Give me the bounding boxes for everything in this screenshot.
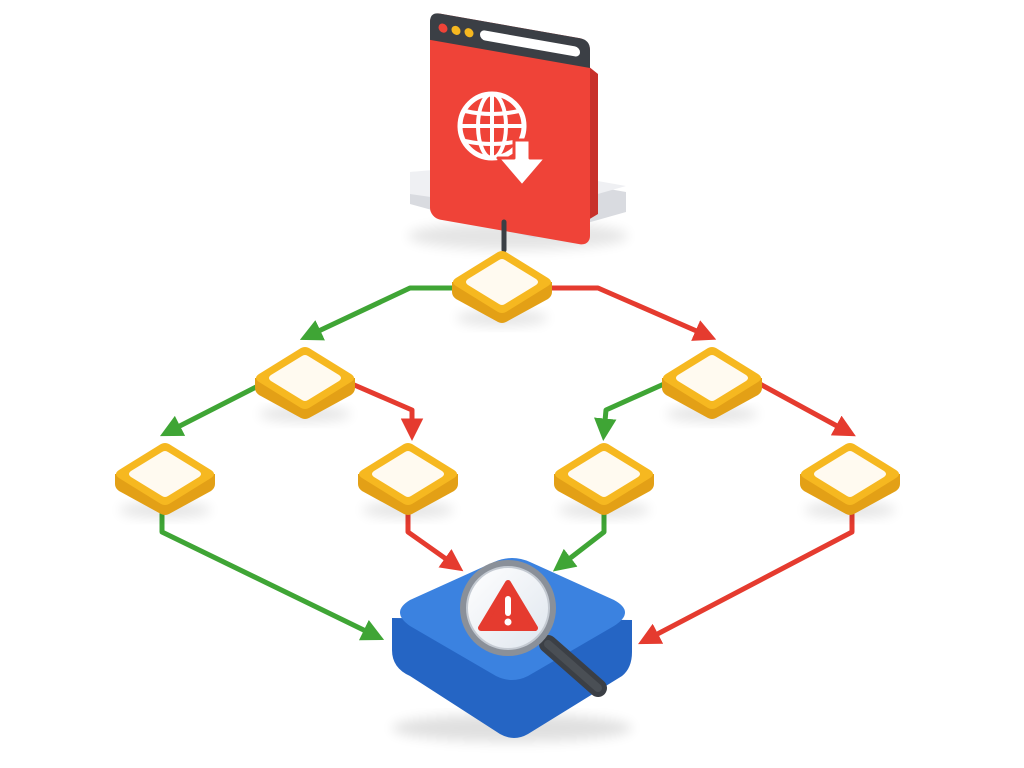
decision-node-n4 bbox=[115, 443, 215, 518]
edge-n7-to-target-no bbox=[638, 511, 855, 645]
edge-n6-to-target-yes bbox=[552, 511, 607, 572]
window-dot-green bbox=[464, 28, 474, 38]
edge-n2-to-n5-no bbox=[349, 381, 424, 441]
source-browser-group bbox=[408, 13, 628, 250]
decision-node-n7 bbox=[800, 443, 900, 518]
edge-n4-to-target-yes bbox=[159, 511, 385, 641]
edge-n2-to-n4-yes bbox=[159, 381, 265, 437]
decision-node-n1 bbox=[452, 251, 552, 326]
decision-node-n5 bbox=[358, 443, 458, 518]
browser-window bbox=[430, 13, 590, 245]
edge-n1-to-n3-no bbox=[549, 285, 717, 341]
decision-node-n6 bbox=[554, 443, 654, 518]
window-dot-yellow bbox=[451, 25, 461, 35]
edges-layer bbox=[159, 219, 856, 645]
browser-window-side bbox=[588, 66, 598, 220]
decision-node-n2 bbox=[255, 347, 355, 422]
edge-n3-to-n6-yes bbox=[594, 381, 667, 441]
window-dot-red bbox=[438, 23, 448, 33]
edge-n3-to-n7-no bbox=[757, 381, 856, 437]
download-arrow-icon bbox=[496, 138, 548, 188]
edge-n5-to-target-no bbox=[405, 511, 464, 572]
target-group bbox=[392, 558, 632, 742]
globe-download-icon bbox=[457, 91, 527, 161]
edge-n1-to-n2-yes bbox=[299, 285, 457, 341]
warning-icon bbox=[478, 580, 538, 631]
address-bar bbox=[480, 30, 580, 57]
nodes-layer bbox=[115, 251, 900, 518]
decision-node-n3 bbox=[662, 347, 762, 422]
